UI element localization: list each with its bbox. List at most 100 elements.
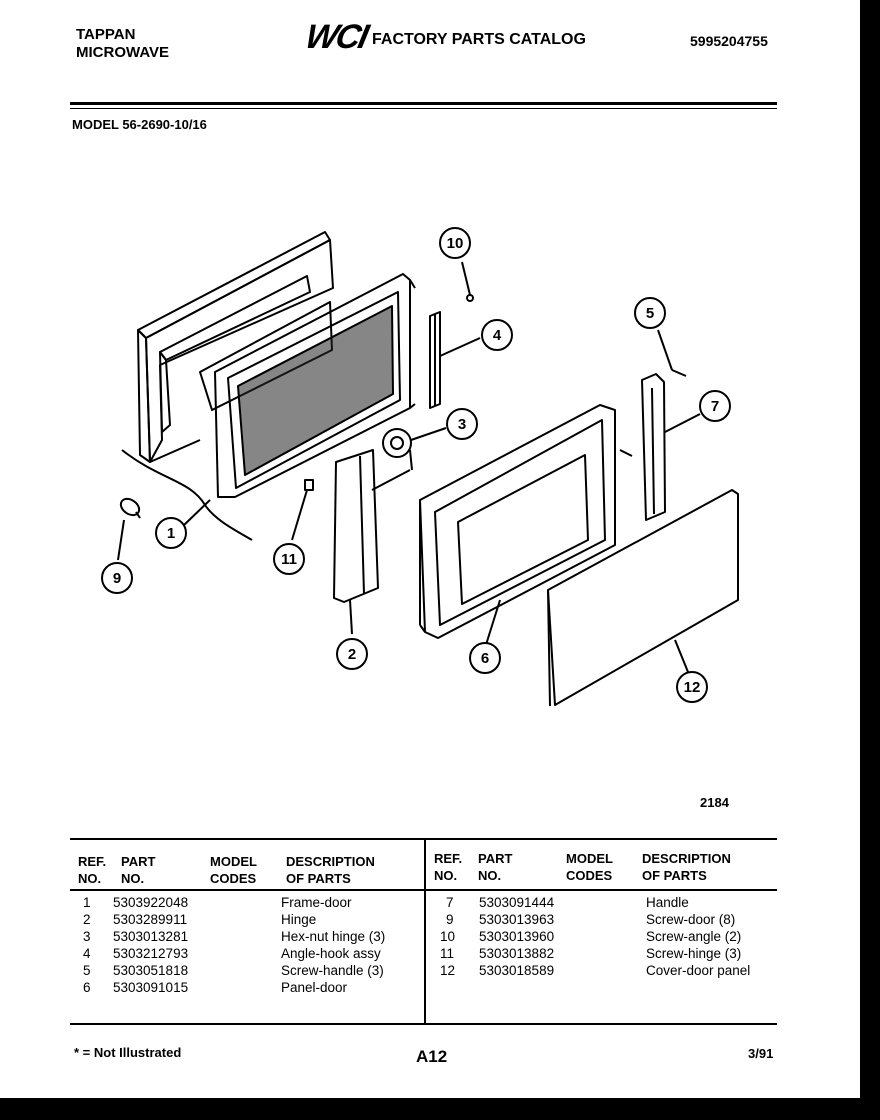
svg-text:1: 1 — [167, 525, 175, 542]
part-frame-door — [137, 231, 334, 463]
row-part: 5303212793 — [113, 946, 189, 961]
exploded-parts-diagram: 10 4 5 3 7 1 11 9 2 6 12 — [101, 227, 739, 707]
callout-1: 1 — [155, 517, 187, 549]
header-ref: REF. NO. — [78, 853, 106, 887]
svg-text:12: 12 — [684, 679, 701, 696]
header-part-right-2: NO. — [478, 868, 502, 883]
row-desc: Handle — [646, 895, 689, 910]
page-number: A12 — [416, 1047, 448, 1066]
header-ref-right-1: REF. — [434, 851, 463, 866]
table-row: 7 5303091444 Handle — [434, 894, 764, 911]
header-model: MODEL CODES — [210, 853, 257, 887]
row-ref: 11 — [440, 946, 455, 961]
drawing-number: 2184 — [700, 795, 729, 810]
table-row: 11 5303013882 Screw-hinge (3) — [434, 945, 764, 962]
table-divider — [424, 840, 426, 1023]
svg-text:9: 9 — [113, 570, 121, 587]
svg-text:6: 6 — [481, 650, 489, 667]
part-panel-door — [419, 404, 616, 649]
svg-text:4: 4 — [493, 327, 502, 344]
callout-5: 5 — [634, 297, 666, 329]
table-right-body: 7 5303091444 Handle 9 5303013963 Screw-door … — [434, 894, 764, 979]
not-illustrated-note: * = Not Illustrated — [74, 1045, 182, 1060]
row-desc: Screw-hinge (3) — [646, 946, 742, 961]
header-desc-right-1: DESCRIPTION — [642, 851, 731, 866]
row-ref: 1 — [83, 895, 91, 910]
callout-2: 2 — [336, 638, 368, 670]
row-part: 5303051818 — [113, 963, 189, 978]
callout-10: 10 — [439, 227, 471, 259]
svg-text:3: 3 — [458, 416, 466, 433]
row-desc: Hinge — [281, 912, 317, 927]
table-rule-top — [70, 838, 777, 840]
part-handle — [619, 373, 701, 521]
header-desc-right-2: OF PARTS — [642, 868, 707, 883]
row-part: 5303091015 — [113, 980, 189, 995]
row-desc: Screw-handle (3) — [281, 963, 384, 978]
header-ref-right-2: NO. — [434, 868, 458, 883]
row-part: 5303013882 — [479, 946, 555, 961]
catalog-number: 5995204755 — [690, 33, 768, 49]
row-ref: 6 — [83, 980, 91, 995]
table-row: 9 5303013963 Screw-door (8) — [434, 911, 764, 928]
row-desc: Frame-door — [281, 895, 352, 910]
table-rule-bottom — [70, 1023, 777, 1025]
brand-line-2: MICROWAVE — [76, 44, 170, 61]
header-part-2: NO. — [121, 871, 145, 886]
part-frame-wire — [121, 449, 253, 541]
row-ref: 7 — [446, 895, 454, 910]
header-model-1: MODEL — [210, 854, 257, 869]
header-ref-1: REF. — [78, 854, 107, 869]
row-ref: 3 — [83, 929, 91, 944]
part-screw-door — [117, 497, 141, 561]
header-rule-thick — [70, 102, 777, 105]
row-ref: 9 — [446, 912, 454, 927]
header-ref-2: NO. — [78, 871, 102, 886]
row-part: 5303289911 — [113, 912, 188, 927]
row-part: 5303013960 — [479, 929, 555, 944]
row-ref: 2 — [83, 912, 91, 927]
svg-text:11: 11 — [281, 551, 297, 568]
row-desc: Screw-angle (2) — [646, 929, 742, 944]
row-part: 5303013963 — [479, 912, 555, 927]
svg-text:10: 10 — [447, 235, 464, 252]
svg-text:2: 2 — [348, 646, 356, 663]
header-desc-1: DESCRIPTION — [286, 854, 375, 869]
row-part: 5303091444 — [479, 895, 555, 910]
revision-date: 3/91 — [748, 1046, 774, 1061]
catalog-title: FACTORY PARTS CATALOG — [372, 31, 586, 48]
row-desc: Hex-nut hinge (3) — [281, 929, 386, 944]
row-part: 5303018589 — [479, 963, 555, 978]
part-hinge — [333, 449, 379, 635]
svg-text:5: 5 — [646, 305, 654, 322]
table-rule-header — [70, 889, 777, 891]
callout-9: 9 — [101, 562, 133, 594]
row-desc: Panel-door — [281, 980, 348, 995]
header-desc: DESCRIPTION OF PARTS — [286, 853, 375, 887]
callout-4: 4 — [481, 319, 513, 351]
callout-3: 3 — [446, 408, 478, 440]
row-desc: Cover-door panel — [646, 963, 751, 978]
row-desc: Screw-door (8) — [646, 912, 736, 927]
part-cover-door-panel — [547, 489, 739, 707]
scan-border-right — [860, 0, 880, 1120]
callout-12: 12 — [676, 671, 708, 703]
header-model-2: CODES — [210, 871, 257, 886]
header-desc-right: DESCRIPTION OF PARTS — [642, 850, 731, 884]
header-desc-2: OF PARTS — [286, 871, 351, 886]
row-part: 5303013281 — [113, 929, 189, 944]
callout-6: 6 — [469, 642, 501, 674]
row-desc: Angle-hook assy — [281, 946, 381, 961]
header-part-1: PART — [121, 854, 156, 869]
callout-11: 11 — [273, 543, 305, 575]
header-model-right-1: MODEL — [566, 851, 613, 866]
header-part: PART NO. — [121, 853, 155, 887]
part-screw-hinge — [291, 479, 314, 541]
row-part: 5303922048 — [113, 895, 189, 910]
svg-text:7: 7 — [711, 398, 719, 415]
part-angle-hook — [429, 311, 481, 409]
